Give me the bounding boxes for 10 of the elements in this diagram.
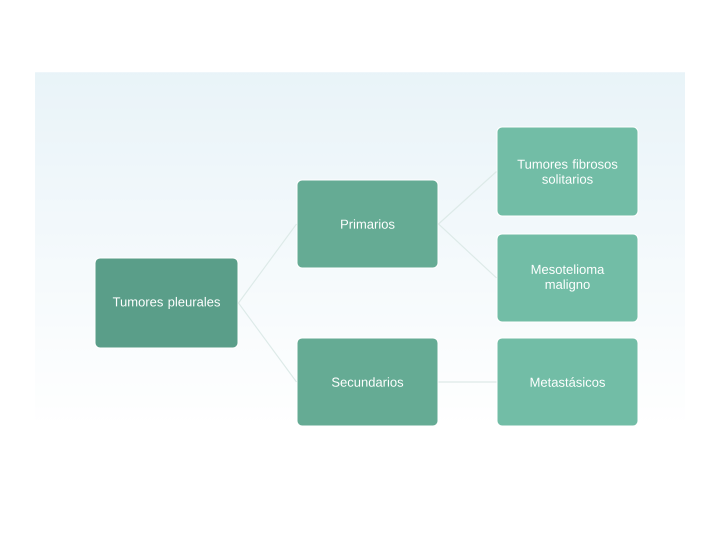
process-box: Mesotelioma maligno <box>496 234 638 322</box>
connector-line <box>438 224 497 278</box>
connector-line <box>438 171 497 224</box>
process-box: Metastásicos <box>496 338 638 426</box>
process-box: Tumores fibrosos solitarios <box>496 126 638 216</box>
connector-line <box>238 302 297 382</box>
process-box: Primarios <box>296 180 438 268</box>
process-box: Secundarios <box>296 338 438 426</box>
process-box: Tumores pleurales <box>94 258 238 348</box>
connector-line <box>238 224 297 304</box>
